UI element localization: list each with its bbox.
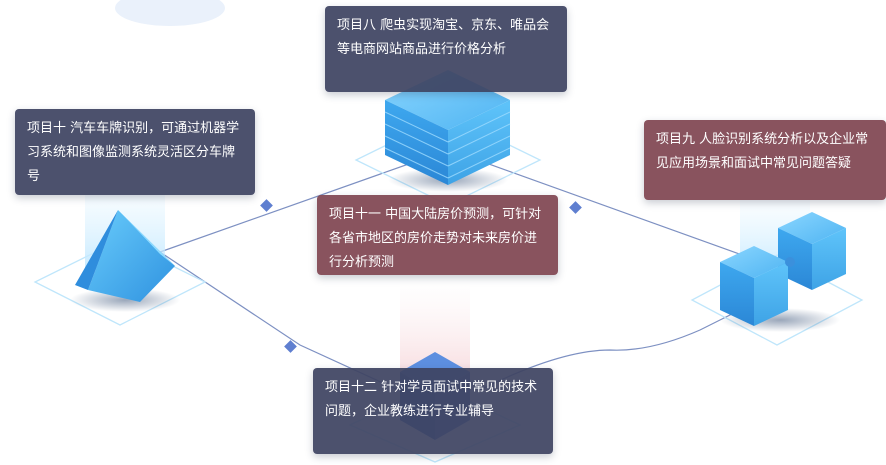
project-9-text: 项目九 人脸识别系统分析以及企业常见应用场景和面试中常见问题答疑 [656,132,869,171]
connector-left-top [159,159,421,253]
cubes-icon [720,212,846,332]
project-8-text: 项目八 爬虫实现淘宝、京东、唯品会等电商网站商品进行价格分析 [337,18,550,57]
platform-left [33,239,207,326]
node-marker [569,201,582,214]
project-card-10: 项目十 汽车车牌识别，可通过机器学习系统和图像监测系统灵活区分车牌号 [15,109,255,195]
project-card-8: 项目八 爬虫实现淘宝、京东、唯品会等电商网站商品进行价格分析 [325,6,567,92]
connector-lines [159,149,771,401]
decor-glow [115,0,225,26]
project-12-text: 项目十二 针对学员面试中常见的技术问题，企业教练进行专业辅导 [325,380,538,419]
prism-icon [70,210,180,312]
node-marker [260,199,273,212]
project-10-text: 项目十 汽车车牌识别，可通过机器学习系统和图像监测系统灵活区分车牌号 [27,121,240,184]
project-card-12: 项目十二 针对学员面试中常见的技术问题，企业教练进行专业辅导 [313,368,553,454]
project-card-9: 项目九 人脸识别系统分析以及企业常见应用场景和面试中常见问题答疑 [644,120,886,200]
node-marker [284,340,297,353]
project-11-text: 项目十一 中国大陆房价预测，可针对各省市地区的房价走势对未来房价进行分析预测 [329,207,542,270]
project-card-11: 项目十一 中国大陆房价预测，可针对各省市地区的房价走势对未来房价进行分析预测 [317,195,558,275]
connector-top-right [449,149,771,266]
